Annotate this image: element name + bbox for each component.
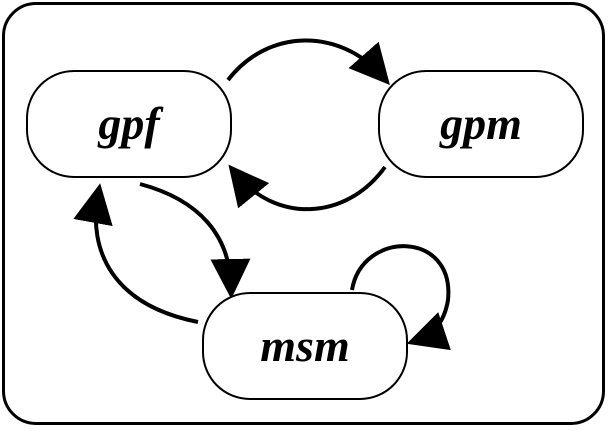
edge-msm-self-loop [350,244,451,351]
state-label-gpf: gpf [98,98,160,149]
state-label-gpm: gpm [440,98,522,149]
edge-gpf-to-msm [139,182,251,299]
state-label-msm: msm [260,320,350,371]
state-node-gpf: gpf [26,70,232,178]
edge-gpf-to-gpm [226,38,390,86]
edge-msm-to-gpf [73,183,199,324]
state-node-msm: msm [202,292,408,400]
edge-gpm-to-gpf [228,164,387,212]
state-node-gpm: gpm [378,70,584,178]
